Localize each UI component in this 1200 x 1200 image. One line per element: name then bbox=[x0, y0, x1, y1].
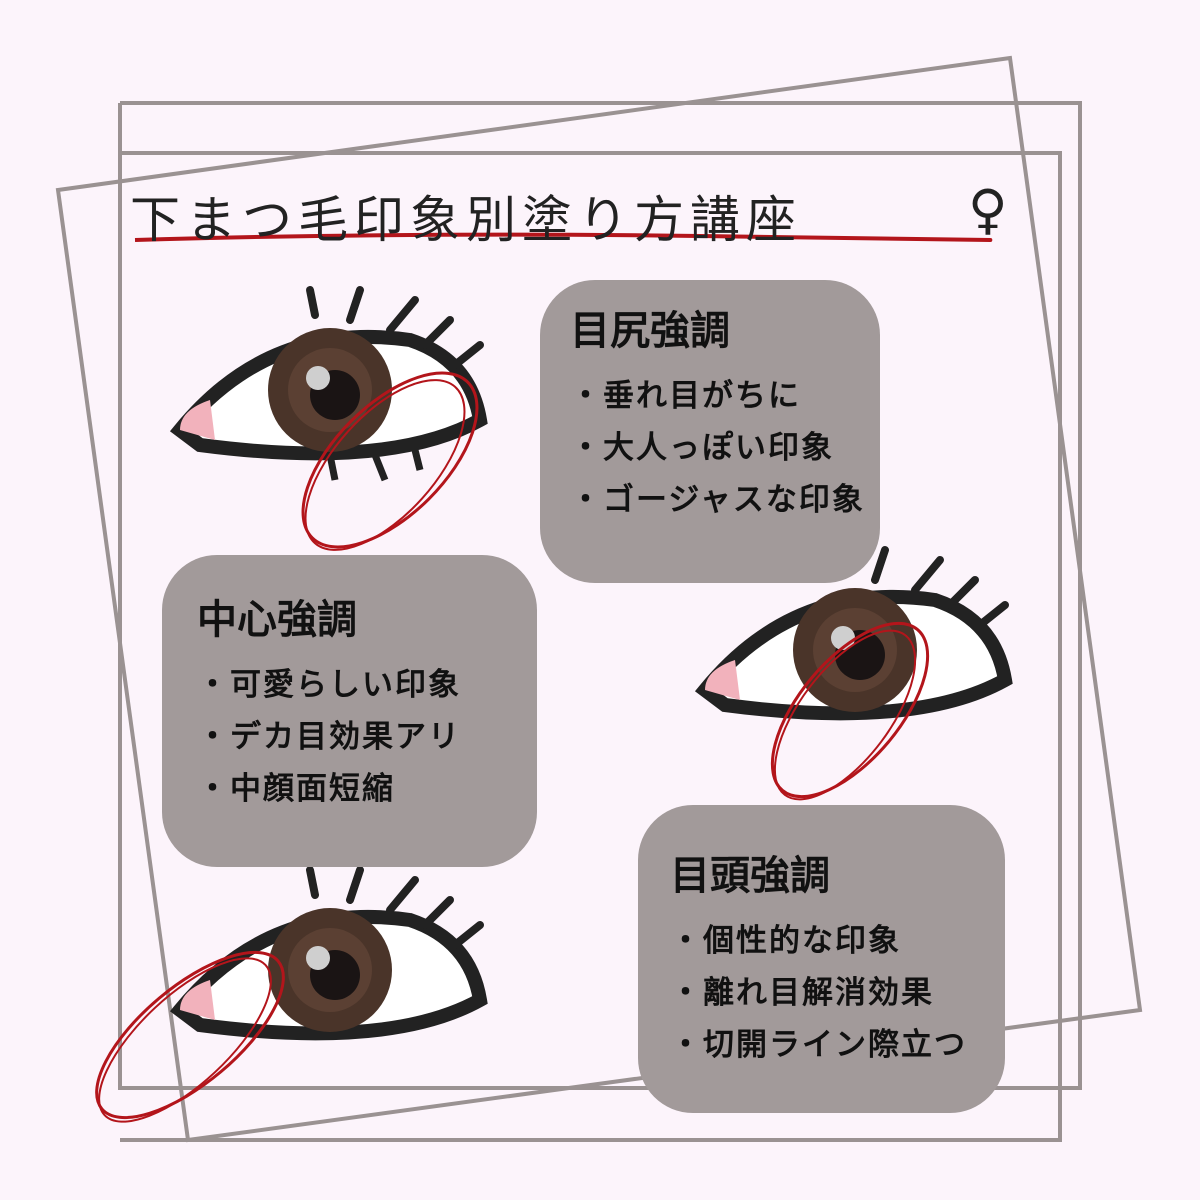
section-inner: 目頭強調 個性的な印象離れ目解消効果切開ライン際立つ bbox=[638, 805, 1005, 1113]
list-item: 離れ目解消効果 bbox=[670, 967, 1005, 1019]
section-center: 中心強調 可愛らしい印象デカ目効果アリ中顔面短縮 bbox=[162, 555, 537, 867]
section-heading: 目頭強調 bbox=[670, 853, 830, 899]
frame-lines bbox=[55, 55, 1143, 1143]
eye-outer-emphasis bbox=[180, 290, 507, 551]
section-heading: 目尻強調 bbox=[570, 308, 730, 354]
list-item: 中顔面短縮 bbox=[197, 763, 537, 815]
list-item: デカ目効果アリ bbox=[197, 711, 537, 763]
page-title: 下まつ毛印象別塗り方講座 bbox=[130, 191, 802, 249]
list-item: 垂れ目がちに bbox=[570, 370, 880, 422]
list-item: 可愛らしい印象 bbox=[197, 659, 537, 711]
section-heading: 中心強調 bbox=[197, 597, 357, 643]
list-item: 個性的な印象 bbox=[670, 915, 1005, 967]
list-item: ゴージャスな印象 bbox=[570, 474, 880, 526]
list-item: 切開ライン際立つ bbox=[670, 1019, 1005, 1071]
eye-inner-emphasis bbox=[95, 870, 480, 1123]
eye-center-emphasis bbox=[705, 550, 1005, 801]
title-underline bbox=[134, 232, 993, 242]
venus-symbol: ♀ bbox=[968, 178, 1008, 241]
list-item: 大人っぽい印象 bbox=[570, 422, 880, 474]
section-outer: 目尻強調 垂れ目がちに大人っぽい印象ゴージャスな印象 bbox=[540, 280, 880, 583]
